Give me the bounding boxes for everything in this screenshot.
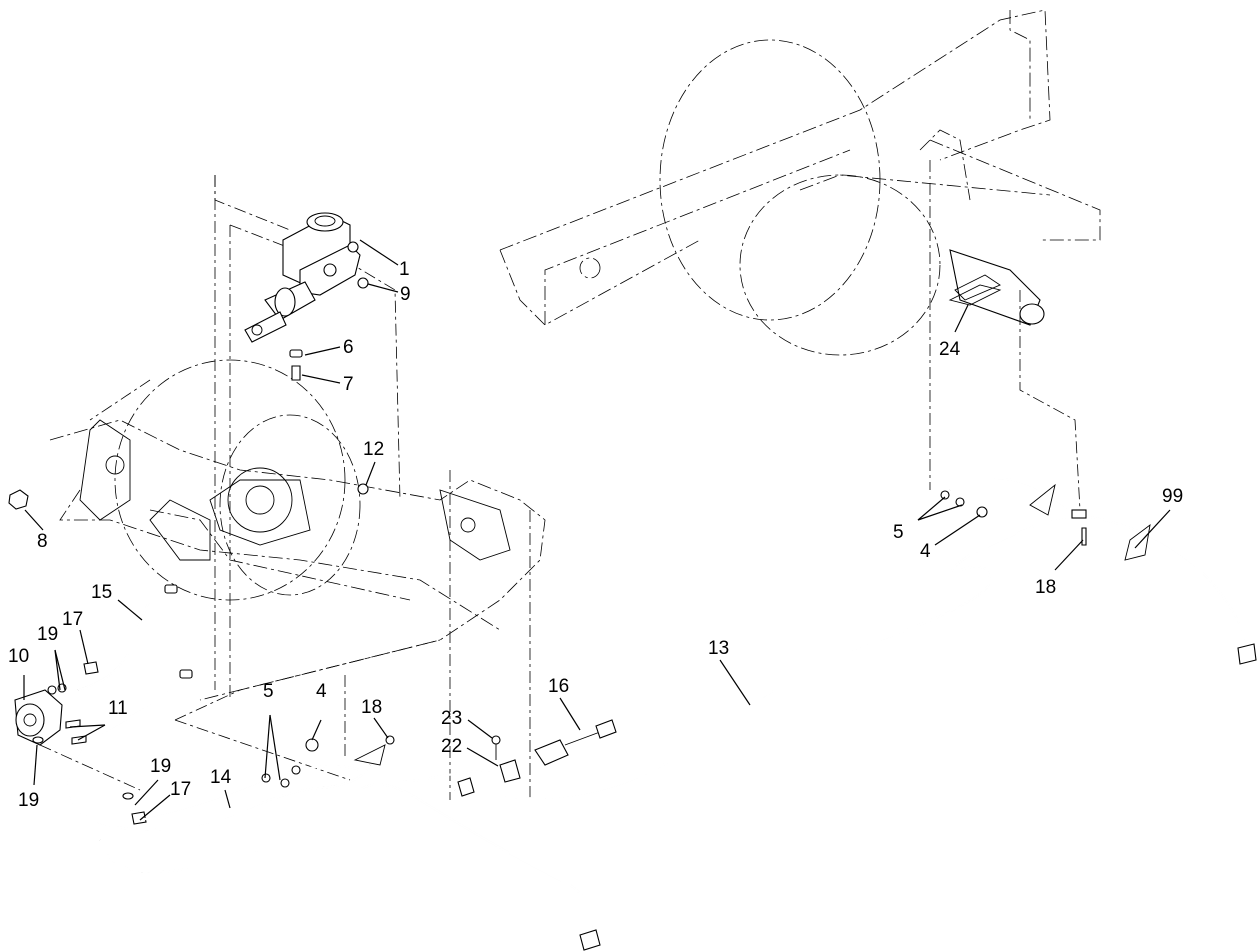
fitting-17-lower (131, 811, 147, 825)
callout-17-upper: 17 (62, 609, 83, 630)
callout-19-middle: 19 (150, 756, 171, 777)
nut-9 (357, 277, 369, 289)
callout-7: 7 (343, 374, 354, 395)
callout-17-lower: 17 (170, 779, 191, 800)
callout-9: 9 (400, 284, 411, 305)
callout-12: 12 (363, 439, 384, 460)
assembly-guide-lines (39, 175, 531, 800)
callout-15: 15 (91, 582, 112, 603)
front-axle-phantom (49, 359, 546, 701)
pin-6 (289, 349, 303, 358)
callout-13: 13 (708, 638, 729, 659)
callout-16: 16 (548, 676, 569, 697)
callout-8: 8 (37, 531, 48, 552)
callout-99: 99 (1162, 486, 1183, 507)
bracket-rear-18 (1071, 509, 1087, 546)
screw-23 (491, 735, 501, 760)
callout-18-front: 18 (361, 697, 382, 718)
callout-5-front: 5 (263, 681, 274, 702)
callout-11: 11 (108, 698, 128, 719)
valve-10 (14, 683, 67, 746)
callout-19-upper: 19 (37, 624, 58, 645)
fitting-12 (357, 483, 369, 495)
brake-line-15 (77, 584, 178, 692)
fitting-17-upper (83, 661, 99, 675)
callout-14: 14 (210, 767, 232, 788)
brake-line-14 (67, 669, 601, 951)
clip-upper-rear (1029, 483, 1056, 516)
clip-99 (1124, 523, 1151, 561)
callout-5-rear: 5 (893, 522, 904, 543)
callout-22: 22 (441, 736, 462, 757)
callout-18-rear: 18 (1035, 577, 1056, 598)
bracket-22 (499, 759, 521, 783)
leader-lines (23, 239, 1171, 821)
bolts-11 (65, 719, 87, 745)
callout-4-front: 4 (316, 681, 327, 702)
callout-1: 1 (399, 259, 410, 280)
callout-19-lower: 19 (18, 790, 39, 811)
callout-24: 24 (939, 339, 961, 360)
switch-16 (534, 719, 617, 766)
bolt-8 (8, 489, 29, 510)
washer-19 (122, 792, 134, 800)
brake-line-13 (454, 477, 1257, 800)
rear-frame-phantom (499, 9, 1101, 511)
callout-10: 10 (8, 646, 29, 667)
callout-23: 23 (441, 708, 462, 729)
clip-7 (291, 365, 301, 381)
callout-4-rear: 4 (920, 541, 931, 562)
callout-labels: 1 4 4 5 5 6 7 8 9 10 11 12 13 14 15 16 1… (8, 259, 1183, 811)
callout-6: 6 (343, 337, 354, 358)
clip-24 (948, 284, 1002, 306)
fittings-5-4-front (261, 738, 319, 788)
bracket-front-18 (353, 735, 395, 766)
master-cylinder (244, 212, 361, 343)
fittings-5-4-rear (940, 490, 988, 518)
